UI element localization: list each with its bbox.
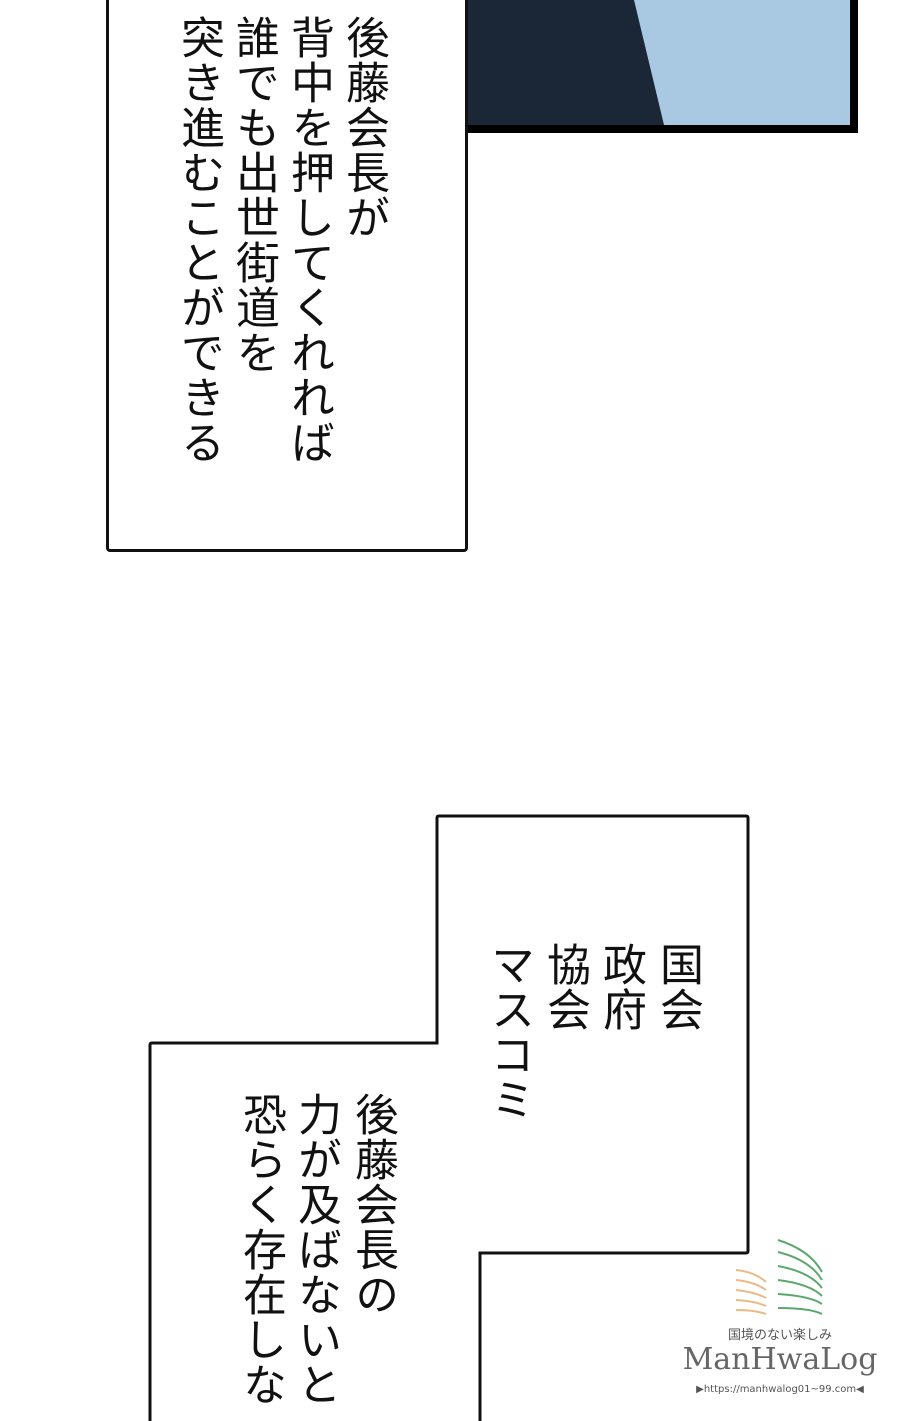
watermark-name: ManHwaLog <box>682 1342 878 1377</box>
narration-column: 政府 <box>595 942 646 1032</box>
sky-area <box>634 0 850 125</box>
narration-column: 背中を押してくれれば <box>283 15 334 465</box>
narration-column: 恐らく存在しな <box>235 1092 286 1407</box>
watermark-logo-icon <box>735 1239 823 1315</box>
narration-column: 国会 <box>652 942 703 1032</box>
narration-column: 突き進むことができる <box>173 15 224 465</box>
narration-column: 後藤会長が <box>338 15 389 240</box>
narration-column: 力が及ばないと <box>290 1092 341 1407</box>
watermark-url: ▶https://manhwalog01~99.com◀ <box>696 1384 864 1395</box>
narration-column: マスコミ <box>483 942 534 1122</box>
top-panel-illustration <box>466 0 858 133</box>
watermark: 国境のない楽しみ ManHwaLog ▶https://manhwalog01~… <box>670 1228 890 1408</box>
watermark-tagline: 国境のない楽しみ <box>727 1328 832 1343</box>
narration-column: 後藤会長の <box>347 1092 398 1317</box>
narration-box-1: 後藤会長が 背中を押してくれれば 誰でも出世街道を 突き進むことができる <box>106 0 468 552</box>
narration-column: 協会 <box>539 942 590 1032</box>
narration-column: 誰でも出世街道を <box>228 15 279 375</box>
